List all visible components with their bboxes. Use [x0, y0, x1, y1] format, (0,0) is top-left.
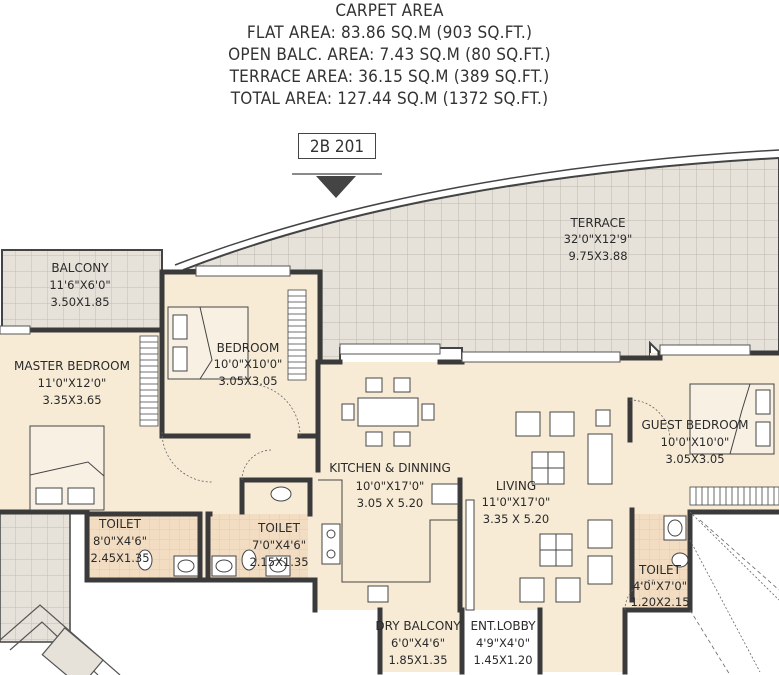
svg-text:4'9"X4'0": 4'9"X4'0"	[476, 636, 530, 650]
door-swings	[161, 383, 779, 673]
open-balcony-area-line: OPEN BALC. AREA: 7.43 SQ.M (80 SQ.FT.)	[228, 45, 551, 65]
master-bed	[29, 425, 105, 511]
svg-text:10'0"X10'0": 10'0"X10'0"	[661, 435, 730, 449]
terrace-label: TERRACE 32'0"X12'9" 9.75X3.88	[564, 216, 633, 263]
svg-text:3.35X3.65: 3.35X3.65	[42, 393, 101, 407]
kitchen-label: KITCHEN & DINNING 10'0"X17'0" 3.05 X 5.2…	[329, 461, 451, 510]
windows	[0, 265, 751, 363]
svg-text:10'0"X10'0": 10'0"X10'0"	[214, 357, 283, 371]
svg-text:3.05 X 5.20: 3.05 X 5.20	[357, 496, 423, 510]
guest-bed	[689, 383, 775, 455]
svg-text:GUEST BEDROOM: GUEST BEDROOM	[641, 418, 748, 432]
svg-text:MASTER BEDROOM: MASTER BEDROOM	[14, 359, 130, 373]
svg-text:10'0"X17'0": 10'0"X17'0"	[356, 479, 425, 493]
bedroom-bed	[167, 306, 249, 380]
master-bedroom-label: MASTER BEDROOM 11'0"X12'0" 3.35X3.65	[14, 359, 130, 407]
svg-text:2.15X1.35: 2.15X1.35	[249, 555, 308, 569]
toilet-3-label: TOILET 4'0"X7'0" 1.20X2.15	[630, 563, 689, 609]
wardrobes	[139, 289, 779, 506]
area-summary: CARPET AREA FLAT AREA: 83.86 SQ.M (903 S…	[0, 0, 779, 110]
total-area-line: TOTAL AREA: 127.44 SQ.M (1372 SQ.FT.)	[230, 89, 549, 109]
svg-text:TOILET: TOILET	[257, 521, 301, 535]
lower-left-deck	[0, 604, 121, 675]
entrance-outline	[689, 519, 779, 675]
guest-bedroom-label: GUEST BEDROOM 10'0"X10'0" 3.05X3.05	[641, 418, 748, 466]
toilet-fixtures	[137, 515, 689, 577]
svg-text:BALCONY: BALCONY	[51, 261, 109, 275]
svg-text:3.35 X 5.20: 3.35 X 5.20	[483, 512, 549, 526]
ent-lobby-label: ENT.LOBBY 4'9"X4'0" 1.45X1.20	[470, 619, 536, 667]
svg-text:11'0"X17'0": 11'0"X17'0"	[482, 495, 551, 509]
svg-text:TOILET: TOILET	[638, 563, 682, 577]
svg-text:2.45X1.35: 2.45X1.35	[90, 551, 149, 565]
flat-area-line: FLAT AREA: 83.86 SQ.M (903 SQ.FT.)	[246, 23, 533, 43]
toilet-2-label: TOILET 7'0"X4'6" 2.15X1.35	[249, 521, 308, 569]
svg-text:TOILET: TOILET	[98, 517, 142, 531]
toilet-1-label: TOILET 8'0"X4'6" 2.45X1.35	[90, 517, 149, 565]
svg-text:9.75X3.88: 9.75X3.88	[568, 249, 627, 263]
svg-text:KITCHEN & DINNING: KITCHEN & DINNING	[329, 461, 451, 475]
unit-number-badge: 2B 201	[298, 133, 376, 159]
svg-text:8'0"X4'6": 8'0"X4'6"	[93, 534, 147, 548]
balcony-label: BALCONY 11'6"X6'0" 3.50X1.85	[49, 261, 110, 309]
bedroom-label: BEDROOM 10'0"X10'0" 3.05X3.05	[214, 341, 283, 388]
svg-text:11'6"X6'0": 11'6"X6'0"	[49, 278, 110, 292]
living-label: LIVING 11'0"X17'0" 3.35 X 5.20	[482, 479, 551, 526]
dining-table	[341, 377, 435, 447]
dry-balcony-label: DRY BALCONY 6'0"X4'6" 1.85X1.35	[375, 619, 461, 667]
svg-text:32'0"X12'9": 32'0"X12'9"	[564, 232, 633, 246]
entry-arrow-icon	[292, 173, 382, 198]
living-furniture	[465, 409, 613, 611]
svg-text:3.50X1.85: 3.50X1.85	[50, 295, 109, 309]
terrace-area-line: TERRACE AREA: 36.15 SQ.M (389 SQ.FT.)	[229, 67, 550, 87]
svg-text:ENT.LOBBY: ENT.LOBBY	[470, 619, 536, 633]
svg-text:4'0"X7'0": 4'0"X7'0"	[633, 579, 687, 593]
svg-text:11'0"X12'0": 11'0"X12'0"	[38, 376, 107, 390]
svg-text:BEDROOM: BEDROOM	[217, 341, 280, 355]
svg-text:7'0"X4'6": 7'0"X4'6"	[252, 538, 306, 552]
svg-text:1.20X2.15: 1.20X2.15	[630, 595, 689, 609]
svg-text:3.05X3.05: 3.05X3.05	[665, 452, 724, 466]
svg-text:TERRACE: TERRACE	[569, 216, 625, 230]
svg-text:1.85X1.35: 1.85X1.35	[388, 653, 447, 667]
svg-text:1.45X1.20: 1.45X1.20	[473, 653, 532, 667]
svg-text:3.05X3.05: 3.05X3.05	[218, 374, 277, 388]
svg-text:LIVING: LIVING	[496, 479, 536, 493]
svg-text:DRY BALCONY: DRY BALCONY	[375, 619, 461, 633]
kitchen-counter	[270, 479, 460, 603]
carpet-area-title: CARPET AREA	[335, 1, 444, 21]
svg-text:6'0"X4'6": 6'0"X4'6"	[391, 636, 445, 650]
